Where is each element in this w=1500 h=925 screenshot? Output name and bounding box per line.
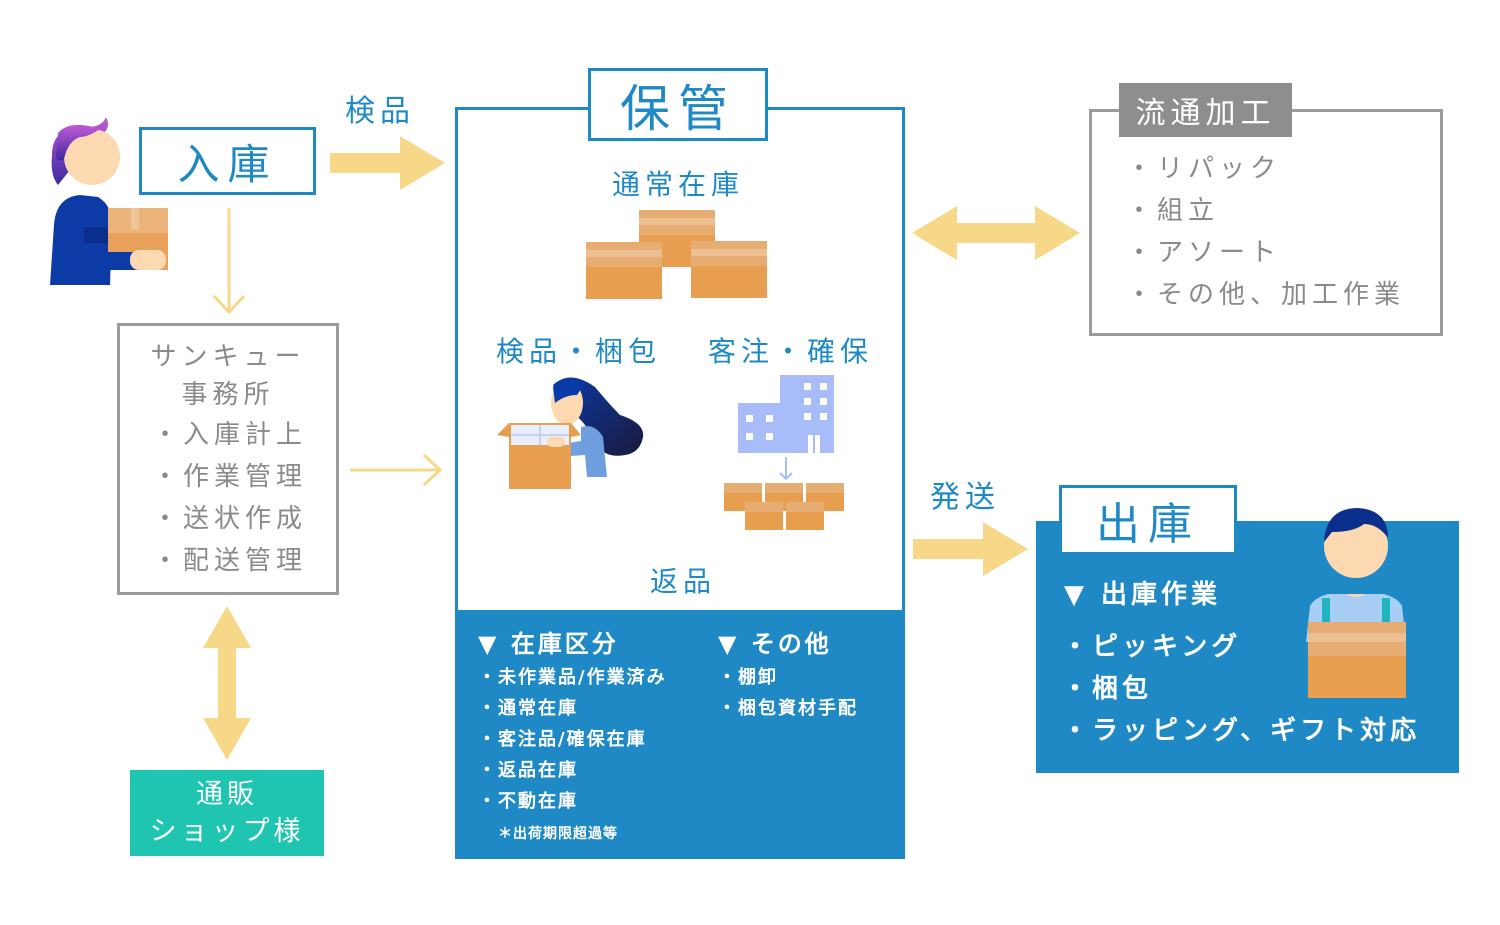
other-list: ・棚卸 ・梱包資材手配 [718, 662, 858, 724]
office-title-line2: 事務所 [181, 380, 275, 410]
shipping-item: ・ラッピング、ギフト対応 [1062, 716, 1421, 746]
arrow-right-icon [330, 136, 445, 190]
shipping-item: ・梱包 [1062, 674, 1153, 704]
order-reserve-label: 客注・確保 [708, 335, 874, 368]
shipping-section-heading: ▼ 出庫作業 [1064, 580, 1222, 610]
dispatch-arrow-label: 発送 [930, 480, 1000, 515]
arrow-bidirectional-vertical-icon [203, 606, 251, 760]
shipping-item: ・ピッキング [1062, 632, 1242, 662]
storage-title-box: 保管 [588, 68, 768, 141]
processing-list: ・リパック ・組立 ・アソート ・その他、加工作業 [1126, 148, 1405, 316]
stock-category-item: ・通常在庫 [478, 698, 578, 719]
other-item: ・梱包資材手配 [718, 698, 858, 719]
shipping-title-box: 出庫 [1059, 485, 1237, 555]
stock-category-item: ・未作業品/作業済み [478, 667, 667, 688]
storage-info-panel [455, 610, 905, 859]
arrow-right-thin-icon [350, 453, 443, 487]
stock-category-heading: ▼ 在庫区分 [478, 630, 619, 658]
receiving-title: 入庫 [177, 139, 278, 189]
shipping-title: 出庫 [1096, 499, 1200, 550]
processing-item: ・リパック [1126, 154, 1282, 184]
office-item: ・配送管理 [152, 546, 308, 576]
receiving-title-box: 入庫 [139, 127, 316, 195]
stock-category-note: ＊出荷期限超過等 [498, 826, 618, 842]
normal-stock-label: 通常在庫 [611, 168, 744, 201]
stock-category-item: ・不動在庫 [478, 791, 578, 812]
storage-title: 保管 [620, 79, 736, 138]
stock-category-item: ・客注品/確保在庫 [478, 729, 647, 750]
stock-category-list: ・未作業品/作業済み ・通常在庫 ・客注品/確保在庫 ・返品在庫 ・不動在庫 [478, 662, 667, 817]
arrow-bidirectional-horizontal-icon [912, 206, 1080, 260]
building-to-boxes-icon [724, 375, 844, 530]
processing-title-box: 流通加工 [1119, 83, 1292, 137]
returns-label: 返品 [650, 565, 717, 598]
processing-item: ・アソート [1126, 238, 1282, 268]
stock-category-item: ・返品在庫 [478, 760, 578, 781]
other-heading: ▼ その他 [718, 630, 832, 658]
person-inspecting-box-icon [497, 377, 644, 489]
arrow-down-thin-icon [212, 208, 246, 315]
shipping-list: ・ピッキング ・梱包 ・ラッピング、ギフト対応 [1062, 626, 1420, 752]
office-item: ・入庫計上 [152, 420, 308, 450]
office-box: サンキュー 事務所 ・入庫計上 ・作業管理 ・送状作成 ・配送管理 [117, 323, 339, 595]
shop-line1: 通販 [196, 779, 258, 810]
inspect-pack-label: 検品・梱包 [496, 335, 662, 368]
processing-item: ・組立 [1126, 196, 1220, 226]
inspection-arrow-label: 検品 [345, 94, 415, 129]
office-item: ・作業管理 [152, 462, 308, 492]
processing-item: ・その他、加工作業 [1126, 280, 1406, 310]
shop-line2: ショップ様 [149, 816, 305, 847]
ec-shop-box: 通販 ショップ様 [130, 770, 324, 856]
box-stack-icon [586, 210, 767, 299]
person-carrying-box-icon [50, 117, 168, 285]
office-item: ・送状作成 [152, 504, 308, 534]
processing-title: 流通加工 [1135, 96, 1276, 131]
office-title-line1: サンキュー [150, 342, 306, 372]
other-item: ・棚卸 [718, 667, 778, 688]
arrow-right-icon [913, 522, 1028, 576]
worker-holding-box-icon [1306, 508, 1406, 698]
